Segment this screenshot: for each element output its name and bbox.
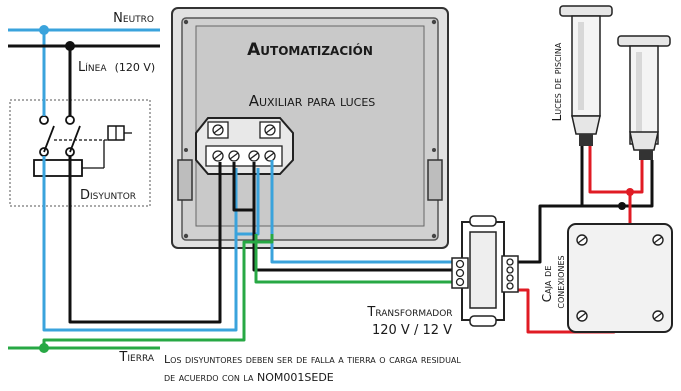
linea-voltage: (120 V) bbox=[115, 61, 156, 74]
caja-label-line2: conexiones bbox=[553, 255, 567, 308]
ground-wire bbox=[8, 234, 462, 350]
caja-label-line1: Caja de bbox=[540, 266, 554, 303]
transformador-label: Transformador bbox=[366, 305, 452, 320]
note-line2: de acuerdo con la NOM001SEDE bbox=[164, 371, 334, 384]
automation-box bbox=[171, 7, 449, 249]
tierra-label: Tierra bbox=[118, 350, 154, 365]
note-line1: Los disyuntores deben ser de falla a tie… bbox=[164, 353, 461, 366]
line-wire bbox=[8, 44, 462, 324]
auxiliar-label: Auxiliar para luces bbox=[249, 92, 376, 110]
pool-light-left bbox=[559, 5, 613, 146]
linea-label: Línea (120 V) bbox=[78, 60, 155, 75]
caja-label: Caja de conexiones bbox=[540, 255, 567, 308]
transformador-rating: 120 V / 12 V bbox=[372, 323, 452, 338]
luces-piscina-label: Luces de piscina bbox=[550, 42, 564, 121]
auxiliary-relay bbox=[195, 117, 294, 175]
disyuntor-label: Disyuntor bbox=[80, 188, 136, 203]
transformer bbox=[451, 215, 519, 327]
automatizacion-title: Automatización bbox=[247, 40, 373, 60]
neutral-wire bbox=[8, 28, 462, 332]
junction-dots bbox=[39, 25, 634, 353]
linea-label-text: Línea bbox=[78, 60, 107, 75]
neutro-label: Neutro bbox=[113, 11, 154, 26]
junction-box bbox=[567, 223, 673, 333]
pool-light-right bbox=[617, 35, 671, 160]
